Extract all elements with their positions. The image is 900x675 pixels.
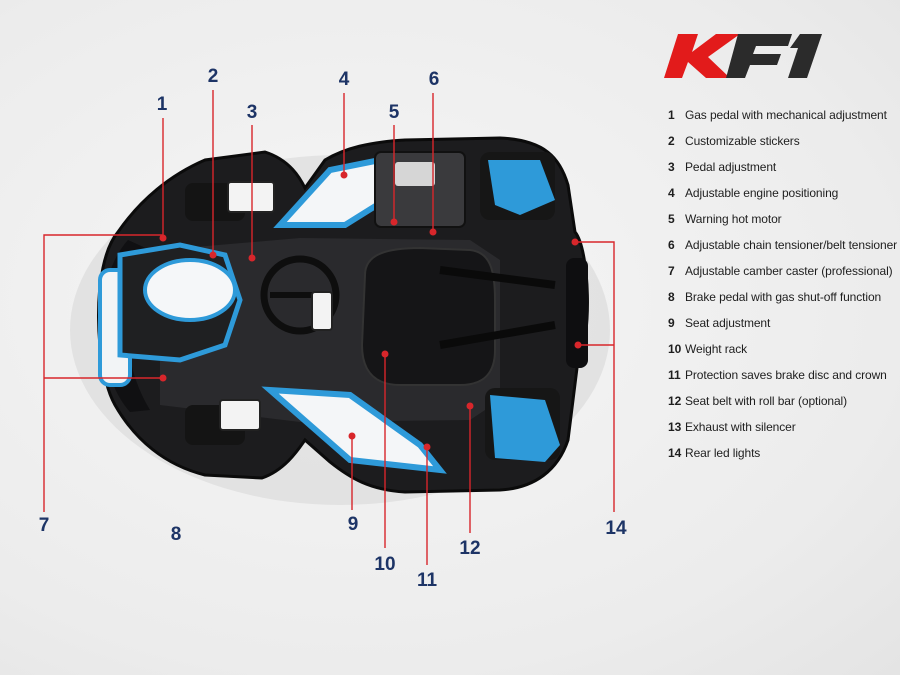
legend-item: 3 Pedal adjustment [668,154,898,180]
legend-number: 9 [668,316,675,330]
legend-text: Exhaust with silencer [685,420,796,434]
legend-item: 7 Adjustable camber caster (professional) [668,258,898,284]
legend-text: Seat adjustment [685,316,771,330]
logo-k [664,34,740,78]
callout-4: 4 [339,69,350,90]
callout-1: 1 [157,94,168,115]
legend-text: Rear led lights [685,446,761,460]
rear-bumper [566,258,588,368]
legend-item: 6 Adjustable chain tensioner/belt tension… [668,232,898,258]
legend-number: 14 [668,446,682,460]
steering-wheel [260,255,340,335]
engine-cover [395,162,435,186]
legend-number: 1 [668,108,675,122]
legend-text: Protection saves brake disc and crown [685,368,887,382]
legend-number: 4 [668,186,675,200]
callout-numbers: 1 2 3 4 5 6 7 8 9 10 11 12 14 [39,66,627,591]
legend-item: 4 Adjustable engine positioning [668,180,898,206]
legend-number: 11 [668,368,681,382]
right-sidepod [261,386,447,474]
legend-item: 9 Seat adjustment [668,310,898,336]
callout-7: 7 [39,515,50,536]
legend-text: Pedal adjustment [685,160,777,174]
legend-number: 5 [668,212,675,226]
legend-text: Warning hot motor [685,212,782,226]
legend-text: Adjustable chain tensioner/belt tensione… [685,238,898,252]
legend-number: 10 [668,342,682,356]
front-sticker [227,181,275,213]
callout-6: 6 [429,69,440,90]
rear-left-panel [488,160,555,215]
callout-10: 10 [374,554,395,575]
logo-f [726,34,792,78]
callout-11: 11 [417,570,438,591]
legend-item: 8 Brake pedal with gas shut-off function [668,284,898,310]
callout-9: 9 [348,514,359,535]
legend-item: 1 Gas pedal with mechanical adjustment [668,102,898,128]
callout-5: 5 [389,102,400,123]
side-sticker [311,291,333,331]
legend-item: 2 Customizable stickers [668,128,898,154]
seat-belt-top [439,266,556,289]
callout-2: 2 [208,66,219,87]
legend-text: Seat belt with roll bar (optional) [685,394,848,408]
legend-number: 3 [668,160,675,174]
callout-3: 3 [247,102,258,123]
legend-number: 2 [668,134,675,148]
legend-number: 13 [668,420,682,434]
callout-14: 14 [605,518,627,539]
legend-text: Weight rack [685,342,748,356]
rear-right-panel [490,395,560,462]
legend-item: 11 Protection saves brake disc and crown [668,362,898,388]
legend-number: 6 [668,238,675,252]
legend-text: Adjustable camber caster (professional) [685,264,893,278]
legend-number: 7 [668,264,675,278]
legend-number: 12 [668,394,682,408]
seat [360,246,496,386]
legend-number: 8 [668,290,675,304]
seat-belt-bottom [439,321,556,349]
callout-lines [43,90,615,565]
kf1-logo [664,34,822,78]
legend-text: Adjustable engine positioning [685,186,839,200]
callout-dots [159,171,582,451]
legend-text: Customizable stickers [685,134,800,148]
legend-text: Gas pedal with mechanical adjustment [685,108,887,122]
legend-text: Brake pedal with gas shut-off function [685,290,882,304]
callout-12: 12 [459,538,480,559]
callout-8: 8 [171,524,182,545]
legend-item: 5 Warning hot motor [668,206,898,232]
front-fairing-white [143,258,237,322]
logo-1 [788,34,822,78]
rear-sticker [219,399,261,431]
